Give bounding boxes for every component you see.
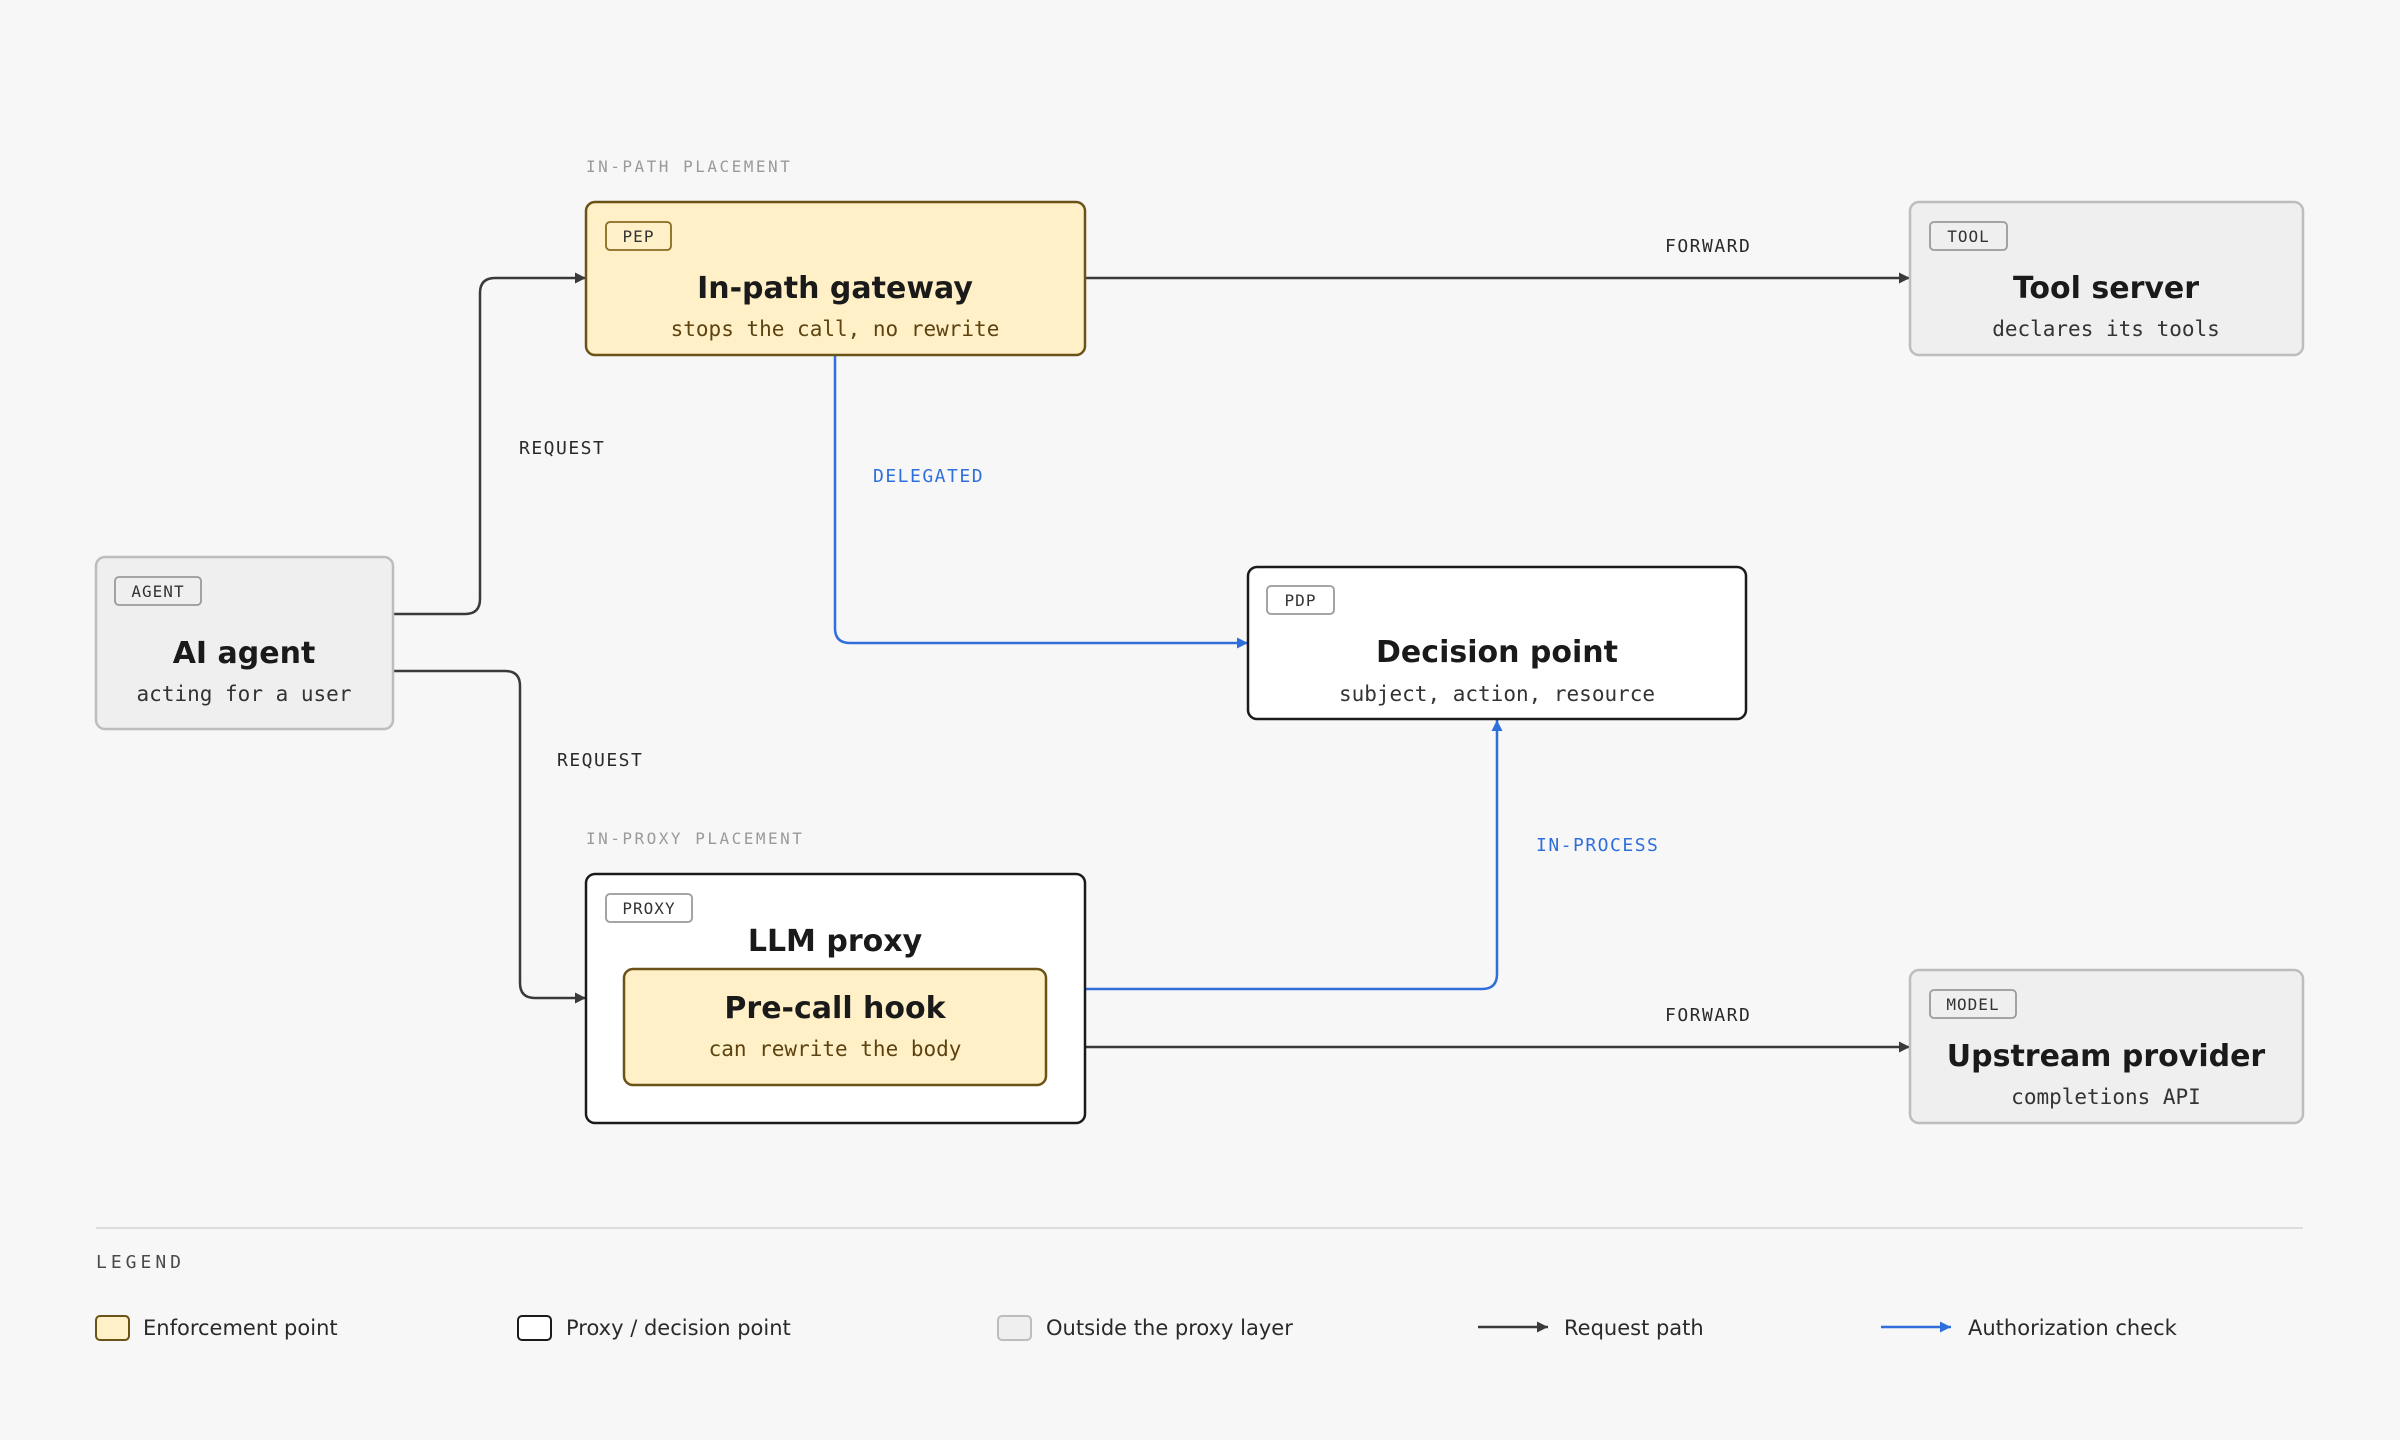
legend-item-outside: Outside the proxy layer <box>997 1315 1293 1341</box>
gateway-subtitle: stops the call, no rewrite <box>671 317 1000 341</box>
edge-label-hook-to-pdp: IN-PROCESS <box>1536 835 1659 856</box>
gateway-node: PEP In-path gateway stops the call, no r… <box>584 200 1087 357</box>
llm-proxy-tag: PROXY <box>605 893 693 923</box>
edge-gateway-to-pdp <box>833 355 1248 649</box>
legend-title: LEGEND <box>96 1252 185 1273</box>
legend-item-authorization: Authorization check <box>1881 1316 2178 1340</box>
edge-label-proxy-to-upstream: FORWARD <box>1665 1005 1751 1026</box>
outside-swatch <box>997 1315 1032 1341</box>
tool-server-tag-label: TOOL <box>1947 227 1990 246</box>
gateway-title: In-path gateway <box>697 271 973 306</box>
agent-tag-label: AGENT <box>131 582 184 601</box>
legend-label-request: Request path <box>1564 1316 1704 1340</box>
precall-hook-title: Pre-call hook <box>724 991 946 1026</box>
precall-hook-subtitle: can rewrite the body <box>709 1037 962 1061</box>
gateway-tag-label: PEP <box>623 227 655 246</box>
legend-item-request: Request path <box>1478 1316 1704 1340</box>
agent-title: AI agent <box>173 636 316 671</box>
legend-label-proxy: Proxy / decision point <box>566 1316 791 1340</box>
tool-server-title: Tool server <box>2013 271 2199 306</box>
agent-tag: AGENT <box>114 576 202 606</box>
agent-node: AGENT AI agent acting for a user <box>94 555 395 731</box>
edge-hook-to-pdp <box>1085 720 1503 991</box>
legend-item-enforcement: Enforcement point <box>95 1315 338 1341</box>
placement-label-in-proxy: IN-PROXY PLACEMENT <box>586 829 804 848</box>
llm-proxy-title: LLM proxy <box>748 924 923 959</box>
proxy-swatch <box>517 1315 552 1341</box>
edge-label-gateway-to-pdp: DELEGATED <box>873 466 984 487</box>
upstream-provider-subtitle: completions API <box>2011 1085 2201 1109</box>
llm-proxy-tag-label: PROXY <box>622 899 675 918</box>
upstream-provider-tag-label: MODEL <box>1946 995 1999 1014</box>
edge-label-gateway-to-tool: FORWARD <box>1665 236 1751 257</box>
edge-label-agent-to-gateway: REQUEST <box>519 438 605 459</box>
tool-server-subtitle: declares its tools <box>1992 317 2220 341</box>
llm-proxy-node: PROXY LLM proxy Pre-call hook can rewrit… <box>584 872 1087 1125</box>
legend-label-authorization: Authorization check <box>1968 1316 2178 1340</box>
legend-label-outside: Outside the proxy layer <box>1046 1316 1293 1340</box>
upstream-provider-node: MODEL Upstream provider completions API <box>1908 968 2305 1125</box>
upstream-provider-tag: MODEL <box>1929 989 2017 1019</box>
decision-point-tag: PDP <box>1266 585 1335 615</box>
gateway-tag: PEP <box>605 221 672 251</box>
upstream-provider-title: Upstream provider <box>1947 1039 2266 1074</box>
placement-label-in-path: IN-PATH PLACEMENT <box>586 157 792 176</box>
decision-point-tag-label: PDP <box>1285 591 1317 610</box>
tool-server-tag: TOOL <box>1929 221 2008 251</box>
legend: LEGEND Enforcement point Proxy / decisio… <box>95 1227 2303 1341</box>
enforcement-swatch <box>95 1315 130 1341</box>
legend-label-enforcement: Enforcement point <box>143 1316 338 1340</box>
decision-point-subtitle: subject, action, resource <box>1339 682 1655 706</box>
decision-point-node: PDP Decision point subject, action, reso… <box>1246 565 1748 721</box>
edge-label-agent-to-proxy: REQUEST <box>557 750 643 771</box>
tool-server-node: TOOL Tool server declares its tools <box>1908 200 2305 357</box>
edge-agent-to-proxy <box>393 669 586 1004</box>
edge-agent-to-gateway <box>393 272 586 616</box>
agent-subtitle: acting for a user <box>137 682 352 706</box>
legend-item-proxy: Proxy / decision point <box>517 1315 791 1341</box>
precall-hook-node: Pre-call hook can rewrite the body <box>622 967 1048 1087</box>
decision-point-title: Decision point <box>1376 635 1618 670</box>
